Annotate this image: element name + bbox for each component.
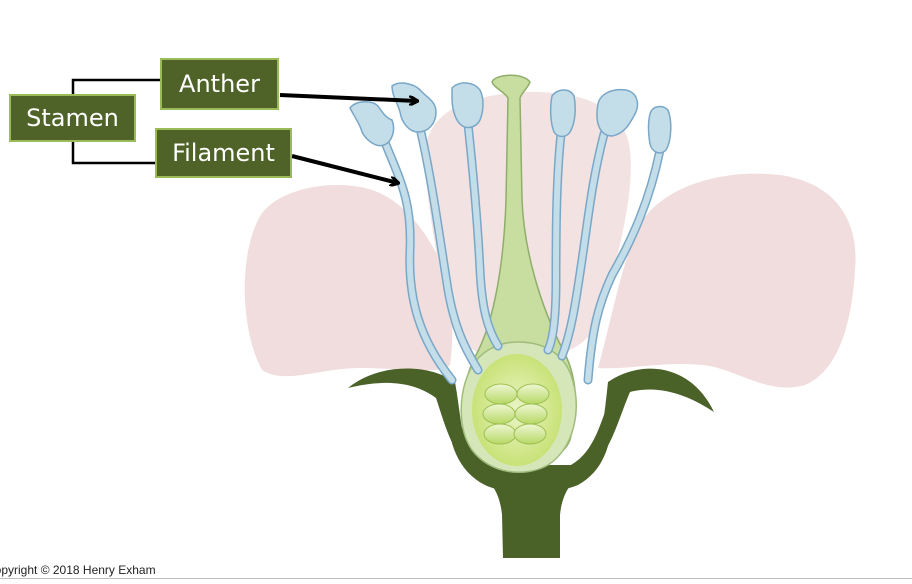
anthers [349, 82, 672, 154]
stem-and-sepals [348, 368, 714, 558]
pistil [460, 74, 577, 473]
anther-4 [549, 89, 576, 138]
anther-2 [391, 82, 437, 133]
sepal-left [348, 368, 470, 468]
anther-5 [596, 88, 639, 137]
stamen-label: Stamen [9, 94, 136, 142]
petal-left [244, 185, 453, 377]
petal-right [598, 173, 856, 388]
ovule [484, 383, 518, 405]
ovule [514, 403, 548, 425]
copyright-notice: Copyright © 2018 Henry Exham [0, 563, 156, 577]
anther-label-text: Anther [179, 70, 260, 98]
ovules [482, 383, 550, 445]
footer-divider [0, 578, 912, 579]
stamen-bracket [71, 78, 160, 165]
anther-6 [647, 105, 672, 154]
ovule [513, 423, 547, 445]
ovule [483, 423, 517, 445]
anther-label: Anther [160, 58, 279, 110]
anther-3 [451, 82, 484, 129]
filament-label: Filament [155, 128, 292, 178]
filaments [379, 119, 665, 385]
receptacle [447, 395, 613, 493]
pointer-arrows [279, 93, 417, 183]
anther-arrow [279, 93, 417, 101]
sepal-right [592, 368, 714, 468]
stamen-label-text: Stamen [26, 104, 119, 132]
anther-1 [349, 101, 395, 147]
ovule [482, 403, 516, 425]
ovule [516, 383, 550, 405]
filament-arrow [291, 154, 398, 183]
filament-label-text: Filament [172, 139, 275, 167]
